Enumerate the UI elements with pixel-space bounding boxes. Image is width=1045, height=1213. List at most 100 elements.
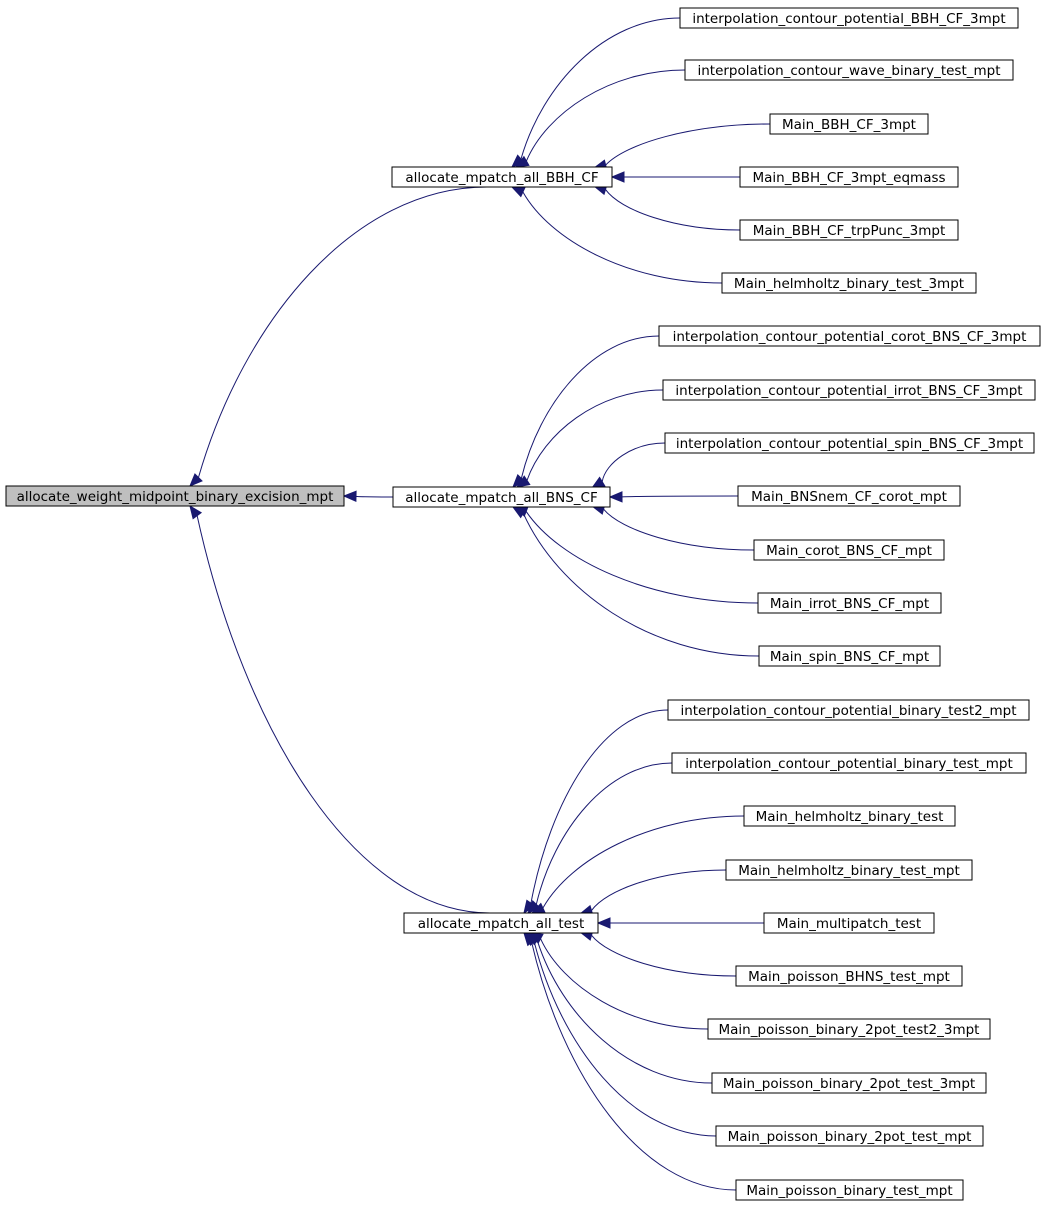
edge-bbh-caller-5 [510, 186, 723, 284]
edge-bns-to-root [342, 490, 394, 503]
node-bns-caller-6-box [758, 645, 941, 667]
node-test-caller-2-box [743, 805, 956, 827]
edge-test-caller-9-arrowhead [523, 931, 537, 947]
node-bns-caller-5-label: Main_irrot_BNS_CF_mpt [770, 596, 929, 612]
edge-bns-to-root-line [355, 495, 394, 498]
node-test-caller-6[interactable]: Main_poisson_binary_2pot_test2_3mpt [707, 1018, 991, 1040]
node-test-caller-8[interactable]: Main_poisson_binary_2pot_test_mpt [715, 1125, 984, 1147]
edge-test-caller-0 [523, 709, 669, 915]
node-bns-caller-4[interactable]: Main_corot_BNS_CF_mpt [753, 539, 945, 561]
node-test-caller-4-box [763, 912, 935, 934]
node-test-caller-1-label: interpolation_contour_potential_binary_t… [685, 756, 1013, 772]
node-bns-caller-1[interactable]: interpolation_contour_potential_irrot_BN… [662, 379, 1036, 401]
edge-test-caller-4-arrowhead [596, 917, 611, 929]
node-test-caller-1-box [671, 752, 1027, 774]
node-test-box [403, 912, 599, 934]
node-test-caller-0-label: interpolation_contour_potential_binary_t… [680, 703, 1016, 719]
node-test-caller-9-box [735, 1179, 964, 1201]
edge-bbh-to-root [189, 186, 488, 487]
edge-bns-caller-2 [590, 442, 666, 489]
edge-bns-caller-6-arrowhead [511, 506, 527, 519]
edge-bns-to-root-arrowhead [342, 490, 357, 503]
node-bns[interactable]: allocate_mpatch_all_BNS_CF [392, 486, 611, 508]
node-test-caller-8-box [715, 1125, 984, 1147]
node-test-caller-0[interactable]: interpolation_contour_potential_binary_t… [667, 699, 1030, 721]
node-bns-caller-2[interactable]: interpolation_contour_potential_spin_BNS… [664, 432, 1035, 454]
edge-bns-caller-3-arrowhead [608, 491, 623, 503]
node-test-caller-3-box [725, 859, 973, 881]
node-bbh-caller-2[interactable]: Main_BBH_CF_3mpt [769, 113, 929, 135]
edge-bbh-caller-1-line [525, 69, 686, 162]
node-test-caller-5-label: Main_poisson_BHNS_test_mpt [748, 969, 950, 985]
edge-test-caller-2 [530, 815, 745, 914]
node-test[interactable]: allocate_mpatch_all_test [403, 912, 599, 934]
node-bbh-caller-0-box [679, 7, 1019, 29]
edge-bns-caller-5 [513, 506, 759, 604]
node-bbh-label: allocate_mpatch_all_BBH_CF [405, 170, 598, 186]
edge-bns-caller-2-line [601, 442, 666, 482]
node-test-caller-4[interactable]: Main_multipatch_test [763, 912, 935, 934]
node-test-caller-3[interactable]: Main_helmholtz_binary_test_mpt [725, 859, 973, 881]
edge-bns-caller-4-line [603, 508, 755, 551]
edge-test-caller-6 [528, 932, 709, 1030]
edge-bbh-caller-4-line [605, 189, 741, 231]
node-bbh-caller-0[interactable]: interpolation_contour_potential_BBH_CF_3… [679, 7, 1019, 29]
edge-test-caller-6-line [540, 938, 709, 1030]
node-test-caller-7[interactable]: Main_poisson_binary_2pot_test_3mpt [711, 1072, 987, 1094]
edge-test-caller-8-line [533, 941, 717, 1137]
node-test-caller-0-box [667, 699, 1030, 721]
node-bns-caller-6[interactable]: Main_spin_BNS_CF_mpt [758, 645, 941, 667]
node-test-caller-7-label: Main_poisson_binary_2pot_test_3mpt [723, 1076, 975, 1092]
node-bns-caller-3-box [737, 485, 961, 507]
edge-bbh-caller-4 [592, 184, 741, 231]
edge-test-caller-9-line [531, 942, 737, 1191]
node-test-caller-1[interactable]: interpolation_contour_potential_binary_t… [671, 752, 1027, 774]
node-test-caller-2-label: Main_helmholtz_binary_test [756, 809, 944, 825]
edge-bbh-to-root-line [197, 186, 488, 478]
node-bns-caller-6-label: Main_spin_BNS_CF_mpt [770, 649, 929, 665]
node-test-caller-4-label: Main_multipatch_test [777, 916, 921, 932]
edge-test-to-root-line [196, 515, 491, 914]
edge-test-caller-4 [596, 917, 764, 929]
edge-bbh-caller-3-arrowhead [610, 171, 625, 183]
node-bbh-caller-4[interactable]: Main_BBH_CF_trpPunc_3mpt [739, 219, 959, 241]
node-bbh-caller-4-box [739, 219, 959, 241]
node-bns-caller-4-box [753, 539, 945, 561]
node-bns-caller-0-box [658, 325, 1041, 347]
node-bbh-caller-5[interactable]: Main_helmholtz_binary_test_3mpt [721, 272, 977, 294]
node-test-label: allocate_mpatch_all_test [418, 916, 585, 932]
node-root[interactable]: allocate_weight_midpoint_binary_excision… [5, 485, 345, 507]
node-test-caller-9[interactable]: Main_poisson_binary_test_mpt [735, 1179, 964, 1201]
node-bbh-caller-5-label: Main_helmholtz_binary_test_3mpt [734, 276, 964, 292]
edge-bbh-caller-1-arrowhead [514, 155, 530, 168]
node-bns-caller-5[interactable]: Main_irrot_BNS_CF_mpt [757, 592, 942, 614]
node-root-box [5, 485, 345, 507]
node-bbh-caller-1[interactable]: interpolation_contour_wave_binary_test_m… [684, 59, 1014, 81]
edge-test-to-root [189, 504, 491, 914]
node-bns-caller-1-box [662, 379, 1036, 401]
node-test-caller-5[interactable]: Main_poisson_BHNS_test_mpt [735, 965, 963, 987]
call-nodes: allocate_weight_midpoint_binary_excision… [5, 7, 1041, 1201]
node-bbh-caller-1-label: interpolation_contour_wave_binary_test_m… [697, 63, 1000, 79]
node-bns-caller-2-label: interpolation_contour_potential_spin_BNS… [676, 436, 1023, 452]
edge-bns-caller-0-line [520, 335, 660, 479]
node-bns-box [392, 486, 611, 508]
node-bns-label: allocate_mpatch_all_BNS_CF [405, 490, 598, 506]
node-test-caller-3-label: Main_helmholtz_binary_test_mpt [738, 863, 960, 879]
node-test-caller-2[interactable]: Main_helmholtz_binary_test [743, 805, 956, 827]
node-bbh-caller-2-label: Main_BBH_CF_3mpt [782, 117, 916, 133]
edge-bbh-to-root-arrowhead [189, 473, 203, 487]
node-bns-caller-2-box [664, 432, 1035, 454]
edge-test-caller-8 [525, 932, 717, 1137]
node-test-caller-8-label: Main_poisson_binary_2pot_test_mpt [728, 1129, 972, 1145]
node-bns-caller-1-label: interpolation_contour_potential_irrot_BN… [675, 383, 1022, 399]
node-bbh-caller-0-label: interpolation_contour_potential_BBH_CF_3… [692, 11, 1005, 27]
node-bns-caller-0[interactable]: interpolation_contour_potential_corot_BN… [658, 325, 1041, 347]
node-bbh-caller-1-box [684, 59, 1014, 81]
node-bns-caller-3[interactable]: Main_BNSnem_CF_corot_mpt [737, 485, 961, 507]
node-bns-caller-5-box [757, 592, 942, 614]
node-bbh[interactable]: allocate_mpatch_all_BBH_CF [391, 166, 613, 188]
edge-test-caller-3-line [591, 869, 727, 911]
node-bbh-caller-3[interactable]: Main_BBH_CF_3mpt_eqmass [739, 166, 959, 188]
